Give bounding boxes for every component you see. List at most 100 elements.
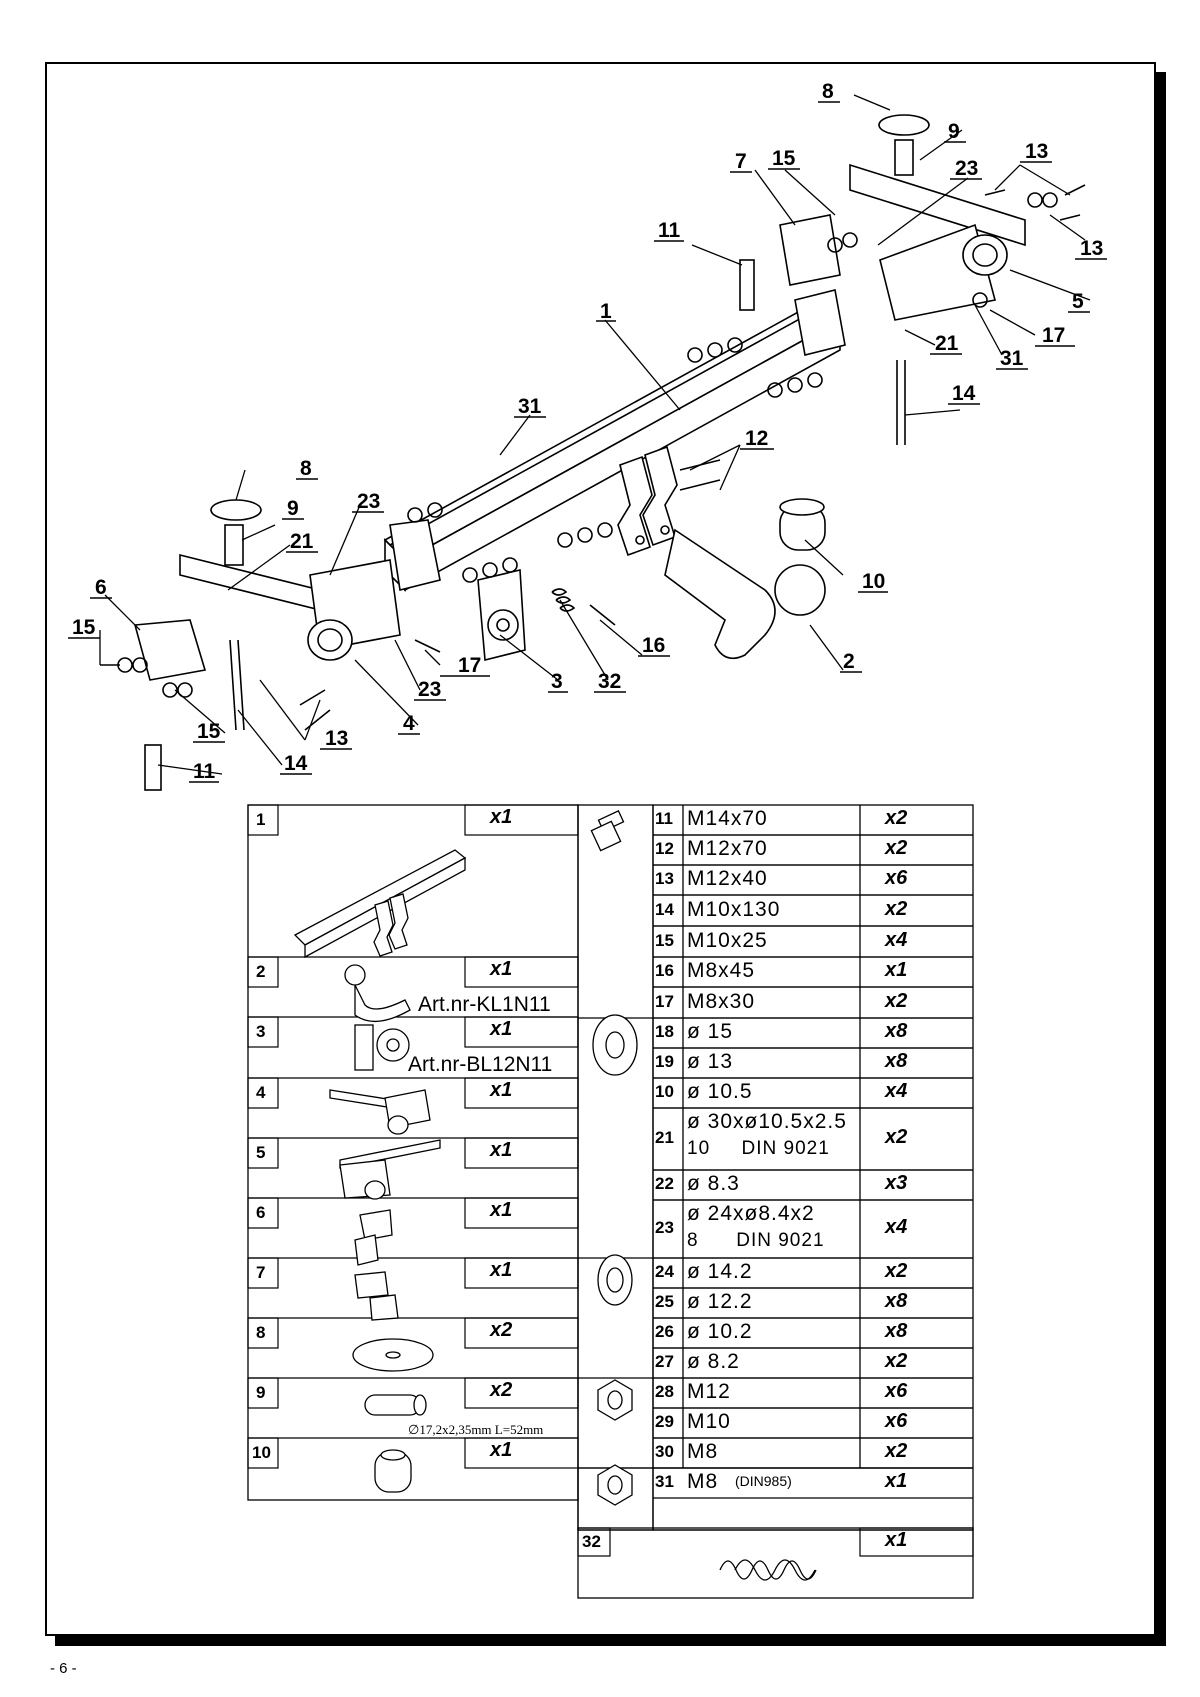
part-number: 4 [256,1083,266,1102]
hardware-spec: ø 30xø10.5x2.5 [687,1110,847,1133]
hardware-qty: x8 [885,1050,908,1072]
hardware-qty: x8 [885,1020,908,1042]
callout-31: 31 [518,395,542,418]
right-mount-bracket-drawing [779,214,841,286]
hardware-spec: M10x25 [687,928,768,952]
left-mount-bracket-drawing [133,619,207,681]
hardware-qty: x2 [885,807,908,829]
cross-beam-drawing [383,289,846,592]
left-side-bracket-drawing [179,553,401,661]
callout-10: 10 [862,570,885,593]
hardware-qty: x4 [885,928,908,951]
callout-13-left: 13 [325,727,348,750]
part-number: 2 [256,962,266,981]
hardware-spec: ø 12.2 [687,1290,753,1313]
part-qty: x1 [490,958,513,980]
hardware-number: 25 [655,1292,674,1311]
tube-dimensions: ∅17,2x2,35mm L=52mm [408,1422,544,1437]
hardware-number: 11 [655,809,673,828]
hardware-spec: ø 8.2 [687,1350,740,1373]
part-qty: x1 [490,1139,513,1161]
callout-17-right: 17 [1042,324,1065,347]
hardware-qty: x2 [885,1260,908,1282]
hardware-qty: x6 [885,1410,908,1432]
callout-13-right: 13 [1080,237,1103,260]
hardware-number: 19 [655,1052,674,1071]
hardware-spec: M12x70 [687,837,768,860]
part-number: 9 [256,1383,266,1402]
hardware-number: 26 [655,1322,674,1341]
hardware-qty: x4 [885,1216,908,1238]
part-qty: x1 [490,1259,513,1281]
hardware-spec: M8 [687,1470,719,1493]
article-number: Art.nr-KL1N11 [418,993,551,1016]
callout-17-left: 17 [458,654,481,677]
hardware-qty: x4 [885,1080,908,1102]
hardware-number: 13 [655,869,674,888]
hardware-number: 24 [655,1262,674,1281]
part-qty: x1 [490,806,513,828]
hardware-spec: M14x70 [687,807,768,830]
callout-15-left: 15 [72,616,96,639]
hardware-qty: x2 [885,1350,908,1372]
part-number: 6 [256,1203,266,1222]
part-number: 5 [256,1143,266,1162]
right-side-bracket-drawing [849,163,1026,321]
hardware-number: 10 [655,1082,674,1101]
hardware-number: 23 [655,1218,674,1237]
callout-21-left: 21 [290,530,314,553]
hardware-qty: x1 [885,959,908,981]
part-qty: x1 [490,1199,513,1221]
callout-11-left: 11 [193,760,216,783]
callout-23-left-top: 23 [357,490,380,513]
part-number: 10 [252,1443,271,1462]
hardware-spec: ø 13 [687,1050,734,1073]
callout-23-left-bottom: 23 [418,678,441,701]
callout-6: 6 [95,576,107,599]
callout-5: 5 [1072,290,1084,313]
hardware-spec: ø 10.5 [687,1080,753,1103]
hardware-qty: x2 [885,897,908,920]
hardware-spec: ø 14.2 [687,1260,753,1283]
hardware-spec: M8x30 [687,989,756,1013]
part-32-number: 32 [582,1532,601,1551]
callout-13-top: 13 [1025,140,1048,163]
callout-1: 1 [600,300,612,323]
callout-8-left: 8 [300,457,312,480]
hardware-number: 12 [655,839,674,858]
hardware-spec: M10x130 [687,897,781,921]
hardware-number: 22 [655,1174,674,1193]
center-bracket-drawing [617,445,678,557]
callout-16: 16 [642,634,665,657]
hardware-qty: x2 [885,989,908,1012]
hardware-number: 29 [655,1412,674,1431]
hardware-spec: ø 8.3 [687,1172,740,1195]
hardware-spec: ø 24xø8.4x2 [687,1202,815,1225]
callout-9-right: 9 [948,120,960,143]
callout-14-left: 14 [284,752,308,775]
part-32-qty: x1 [885,1529,908,1551]
part-number: 1 [256,810,266,829]
hardware-spec-detail: 8 DIN 9021 [687,1230,825,1251]
hardware-number: 18 [655,1022,674,1041]
hardware-qty: x1 [885,1470,908,1492]
part-number: 7 [256,1263,266,1282]
callout-9-left: 9 [287,497,299,520]
part-number: 8 [256,1323,266,1342]
hardware-number: 14 [655,899,674,919]
callout-23-right-top: 23 [955,157,978,180]
hardware-number: 15 [655,930,674,950]
hardware-spec-detail: 10 DIN 9021 [687,1138,830,1159]
hardware-number: 28 [655,1382,674,1401]
callout-11-right: 11 [658,219,681,242]
callout-23-right-bottom: 31 [1000,347,1024,370]
hardware-spec-detail: (DIN985) [735,1473,792,1489]
hardware-number: 16 [655,961,674,980]
hardware-qty: x2 [885,1126,908,1148]
hardware-spec: M8 [687,1440,719,1463]
spring-drawing [551,588,576,612]
callout-8-right: 8 [822,80,834,103]
part-qty: x1 [490,1079,513,1101]
hardware-spec: M12x40 [687,867,768,890]
hardware-spec: M8x45 [687,959,756,982]
